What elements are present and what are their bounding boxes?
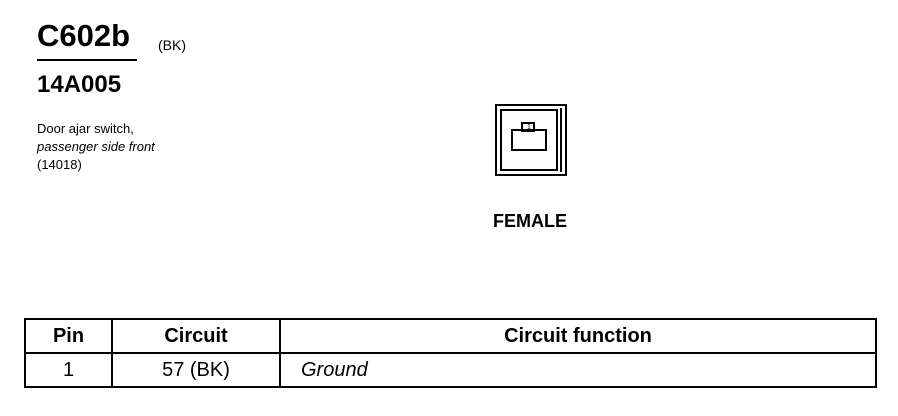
title-rule <box>37 59 137 61</box>
description-line-2: passenger side front <box>37 139 155 154</box>
connector-face-icon: 1 <box>495 104 567 176</box>
header-circuit: Circuit <box>111 318 281 354</box>
function-cell: Ground <box>279 352 877 388</box>
pin-cell: 1 <box>24 352 113 388</box>
header-circuit-function: Circuit function <box>279 318 877 354</box>
pin-table: Pin Circuit Circuit function 1 57 (BK) G… <box>24 318 877 388</box>
table-header-row: Pin Circuit Circuit function <box>24 318 877 354</box>
table-row: 1 57 (BK) Ground <box>24 352 877 388</box>
part-number: 14A005 <box>37 71 122 98</box>
color-code: (BK) <box>158 37 186 53</box>
header-pin: Pin <box>24 318 113 354</box>
connector-gender-label: FEMALE <box>493 211 567 231</box>
circuit-cell: 57 (BK) <box>111 352 281 388</box>
description-line-1: Door ajar switch, <box>37 121 134 136</box>
description-line-3: (14018) <box>37 157 82 172</box>
connector-id: C602b <box>37 18 131 53</box>
svg-text:1: 1 <box>527 124 531 131</box>
connector-description: Door ajar switch, passenger side front (… <box>37 120 155 174</box>
